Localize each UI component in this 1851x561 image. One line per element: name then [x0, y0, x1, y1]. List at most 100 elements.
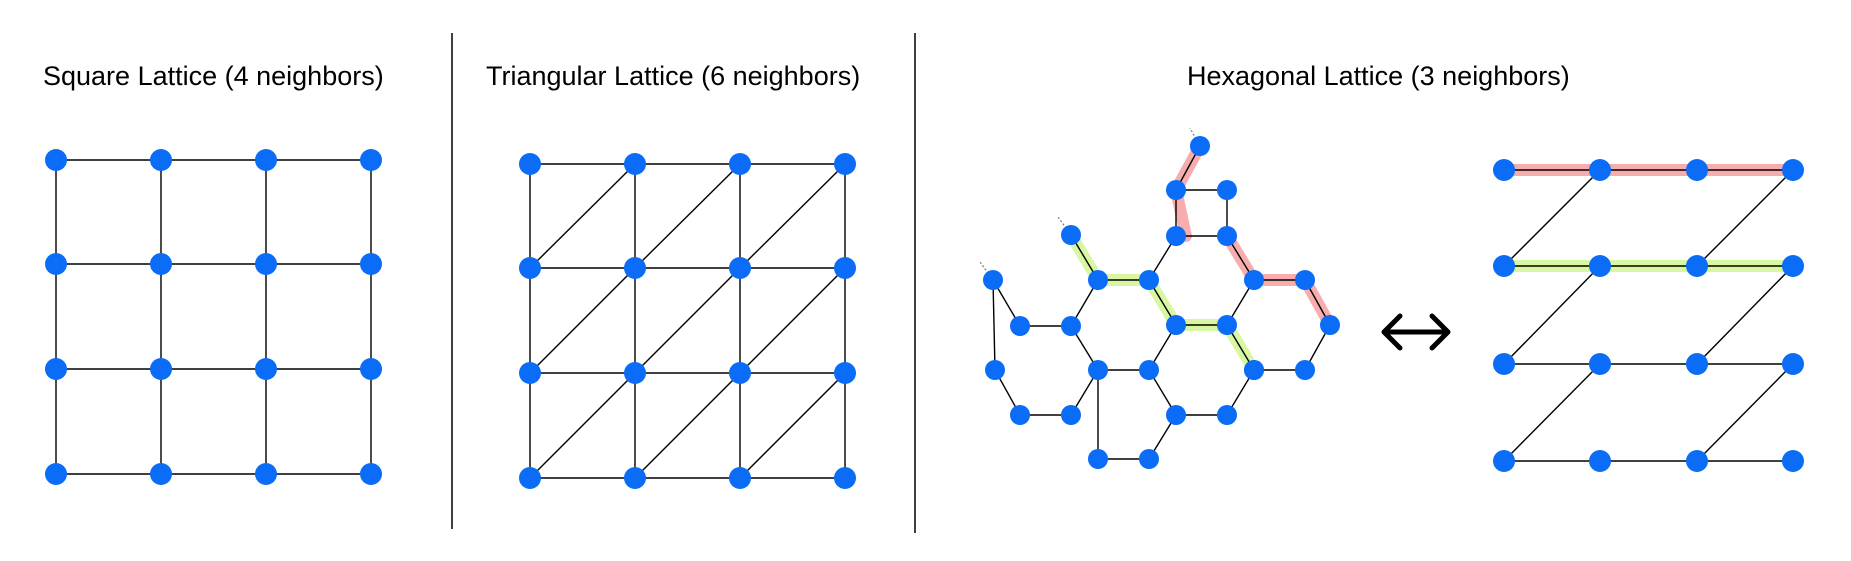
lattice-node: [1088, 360, 1108, 380]
hexagonal-lattice-title: Hexagonal Lattice (3 neighbors): [1187, 61, 1570, 91]
lattice-node: [150, 253, 172, 275]
lattice-node: [1686, 159, 1708, 181]
lattice-node: [1217, 405, 1237, 425]
lattice-node: [983, 270, 1003, 290]
lattice-node: [624, 467, 646, 489]
lattice-node: [255, 253, 277, 275]
lattice-node: [255, 358, 277, 380]
lattice-node: [834, 257, 856, 279]
lattice-node: [729, 362, 751, 384]
diagonal-edge: [529, 372, 636, 479]
lattice-node: [1295, 360, 1315, 380]
lattice-node: [1493, 450, 1515, 472]
diagonal-edge: [529, 267, 636, 374]
lattice-node: [1782, 255, 1804, 277]
lattice-node: [1589, 255, 1611, 277]
lattice-node: [1782, 159, 1804, 181]
lattice-node: [1088, 449, 1108, 469]
diagonal-edge: [739, 372, 846, 479]
lattice-node: [834, 153, 856, 175]
lattice-continuation: [1189, 127, 1201, 147]
lattice-node: [1589, 159, 1611, 181]
lattice-edge: [992, 279, 996, 371]
diagonal-edge: [1696, 363, 1794, 462]
lattice-node: [1088, 270, 1108, 290]
lattice-node: [1139, 360, 1159, 380]
diagonal-edge: [1503, 265, 1601, 365]
lattice-node: [360, 149, 382, 171]
lattice-node: [1782, 450, 1804, 472]
diagonal-edge: [529, 163, 636, 269]
lattice-node: [1139, 449, 1159, 469]
lattice-node: [1320, 315, 1340, 335]
diagonal-edge: [1503, 363, 1601, 462]
lattice-node: [729, 467, 751, 489]
lattice-node: [150, 463, 172, 485]
square-lattice: [45, 149, 382, 485]
lattice-node: [1217, 315, 1237, 335]
diagonal-edge: [634, 372, 741, 479]
lattice-node: [1166, 180, 1186, 200]
lattice-node: [1166, 315, 1186, 335]
lattice-node: [1686, 450, 1708, 472]
diagonal-edge: [634, 163, 741, 269]
lattice-node: [519, 467, 541, 489]
lattice-node: [1589, 450, 1611, 472]
lattice-node: [1782, 353, 1804, 375]
lattice-node: [624, 153, 646, 175]
lattice-node: [1493, 353, 1515, 375]
lattice-node: [1190, 136, 1210, 156]
diagonal-edge: [739, 163, 846, 269]
lattice-node: [624, 362, 646, 384]
lattice-node: [519, 153, 541, 175]
lattice-node: [1217, 180, 1237, 200]
lattice-node: [834, 362, 856, 384]
hexagonal-lattice: [979, 127, 1340, 469]
lattice-node: [1139, 270, 1159, 290]
lattice-node: [360, 463, 382, 485]
lattice-node: [255, 149, 277, 171]
lattice-node: [45, 463, 67, 485]
lattice-node: [1493, 255, 1515, 277]
equivalence-arrow-icon: [1381, 313, 1451, 351]
lattice-node: [1686, 353, 1708, 375]
lattice-node: [1061, 225, 1081, 245]
lattice-node: [45, 253, 67, 275]
lattice-node: [729, 257, 751, 279]
lattice-node: [1244, 360, 1264, 380]
diagonal-edge: [1696, 169, 1794, 267]
triangular-lattice: [519, 153, 856, 489]
lattice-node: [834, 467, 856, 489]
lattice-node: [985, 360, 1005, 380]
lattice-node: [1061, 316, 1081, 336]
lattice-node: [1244, 270, 1264, 290]
diagonal-edge: [739, 267, 846, 374]
lattice-node: [1217, 226, 1237, 246]
lattice-node: [519, 362, 541, 384]
lattice-node: [1589, 353, 1611, 375]
triangular-lattice-title: Triangular Lattice (6 neighbors): [486, 61, 860, 91]
lattice-node: [360, 253, 382, 275]
lattice-node: [1166, 405, 1186, 425]
lattice-node: [255, 463, 277, 485]
lattice-node: [519, 257, 541, 279]
lattice-node: [1061, 405, 1081, 425]
lattice-node: [45, 358, 67, 380]
brick-wall-lattice: [1493, 159, 1804, 472]
lattice-node: [1493, 159, 1515, 181]
lattice-node: [729, 153, 751, 175]
lattice-node: [1010, 405, 1030, 425]
lattice-node: [150, 358, 172, 380]
lattice-node: [1010, 316, 1030, 336]
lattice-node: [1166, 226, 1186, 246]
lattice-node: [1686, 255, 1708, 277]
diagonal-edge: [634, 267, 741, 374]
lattice-node: [1295, 270, 1315, 290]
square-lattice-title: Square Lattice (4 neighbors): [43, 61, 384, 91]
diagonal-edge: [1696, 265, 1794, 365]
lattice-node: [150, 149, 172, 171]
lattice-node: [624, 257, 646, 279]
lattice-node: [45, 149, 67, 171]
diagonal-edge: [1503, 169, 1601, 267]
